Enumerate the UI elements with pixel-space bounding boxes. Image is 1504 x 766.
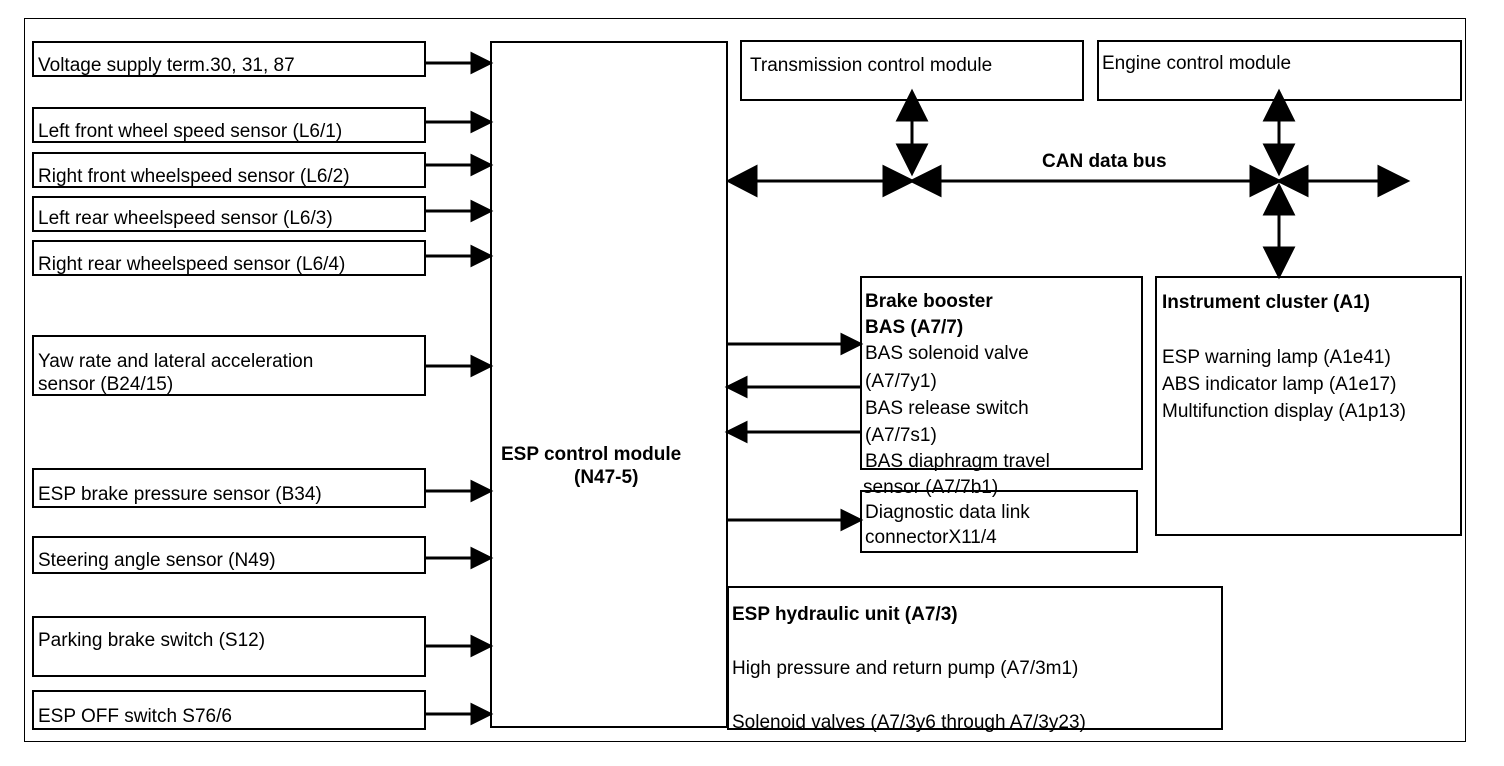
- bas-release-switch-label: BAS release switch: [865, 398, 1029, 419]
- input-label: Parking brake switch (S12): [38, 630, 266, 651]
- abs-indicator-lamp-label: ABS indicator lamp (A1e17): [1162, 374, 1397, 395]
- esp-warning-lamp-label: ESP warning lamp (A1e41): [1162, 347, 1391, 368]
- bas-diaphragm-sensor-code: sensor (A7/7b1): [863, 477, 999, 498]
- diagnostic-label-line2: connectorX11/4: [865, 527, 997, 548]
- diagnostic-connector-box: Diagnostic data link connectorX11/4: [860, 490, 1138, 553]
- input-box-voltage-supply: Voltage supply term.30, 31, 87: [32, 41, 426, 77]
- brake-booster-bas: BAS (A7/7): [865, 317, 964, 338]
- multifunction-display-label: Multifunction display (A1p13): [1162, 401, 1406, 422]
- instrument-cluster-box: Instrument cluster (A1) ESP warning lamp…: [1155, 276, 1462, 536]
- brake-booster-box: Brake booster BAS (A7/7) BAS solenoid va…: [860, 276, 1143, 472]
- esp-control-module: ESP control module (N47-5): [490, 41, 728, 728]
- input-label-line2: sensor (B24/15): [38, 374, 174, 395]
- input-label: Left rear wheelspeed sensor (L6/3): [38, 208, 333, 229]
- input-box-brake-pressure-sensor: ESP brake pressure sensor (B34): [32, 468, 426, 508]
- input-label: Voltage supply term.30, 31, 87: [38, 55, 295, 76]
- esp-module-code: (N47-5): [574, 467, 639, 488]
- bas-release-switch-code: (A7/7s1): [865, 425, 937, 446]
- input-label: ESP brake pressure sensor (B34): [38, 484, 322, 505]
- input-box-esp-off-switch: ESP OFF switch S76/6: [32, 690, 426, 730]
- input-box-right-front-wheel-sensor: Right front wheelspeed sensor (L6/2): [32, 152, 426, 188]
- input-box-yaw-rate-sensor: Yaw rate and lateral acceleration sensor…: [32, 335, 426, 396]
- bas-diaphragm-sensor-label: BAS diaphragm travel: [865, 451, 1050, 472]
- input-box-left-front-wheel-sensor: Left front wheel speed sensor (L6/1): [32, 107, 426, 143]
- input-box-right-rear-wheel-sensor: Right rear wheelspeed sensor (L6/4): [32, 240, 426, 276]
- input-box-parking-brake-switch: Parking brake switch (S12): [32, 616, 426, 677]
- hydraulic-unit-title: ESP hydraulic unit (A7/3): [732, 604, 958, 625]
- esp-module-title: ESP control module: [501, 444, 682, 465]
- engine-label: Engine control module: [1102, 53, 1292, 74]
- input-label: Steering angle sensor (N49): [38, 550, 276, 571]
- input-box-left-rear-wheel-sensor: Left rear wheelspeed sensor (L6/3): [32, 196, 426, 232]
- brake-booster-title: Brake booster: [865, 291, 993, 312]
- diagnostic-label-line1: Diagnostic data link: [865, 502, 1030, 523]
- input-label: ESP OFF switch S76/6: [38, 706, 232, 727]
- input-label: Right rear wheelspeed sensor (L6/4): [38, 254, 346, 275]
- bas-solenoid-valve-label: BAS solenoid valve: [865, 343, 1029, 364]
- bas-solenoid-valve-code: (A7/7y1): [865, 371, 937, 392]
- input-label-line1: Yaw rate and lateral acceleration: [38, 351, 314, 372]
- solenoid-valves-label: Solenoid valves (A7/3y6 through A7/3y23): [732, 712, 1086, 733]
- hydraulic-pump-label: High pressure and return pump (A7/3m1): [732, 658, 1079, 679]
- input-label: Left front wheel speed sensor (L6/1): [38, 121, 343, 142]
- hydraulic-unit-box: ESP hydraulic unit (A7/3) High pressure …: [727, 586, 1223, 733]
- diagram-frame: [24, 18, 1466, 742]
- transmission-label: Transmission control module: [750, 55, 993, 76]
- input-label: Right front wheelspeed sensor (L6/2): [38, 166, 350, 187]
- can-bus-label: CAN data bus: [1042, 151, 1167, 172]
- input-box-steering-angle-sensor: Steering angle sensor (N49): [32, 536, 426, 574]
- instrument-cluster-title: Instrument cluster (A1): [1162, 292, 1370, 313]
